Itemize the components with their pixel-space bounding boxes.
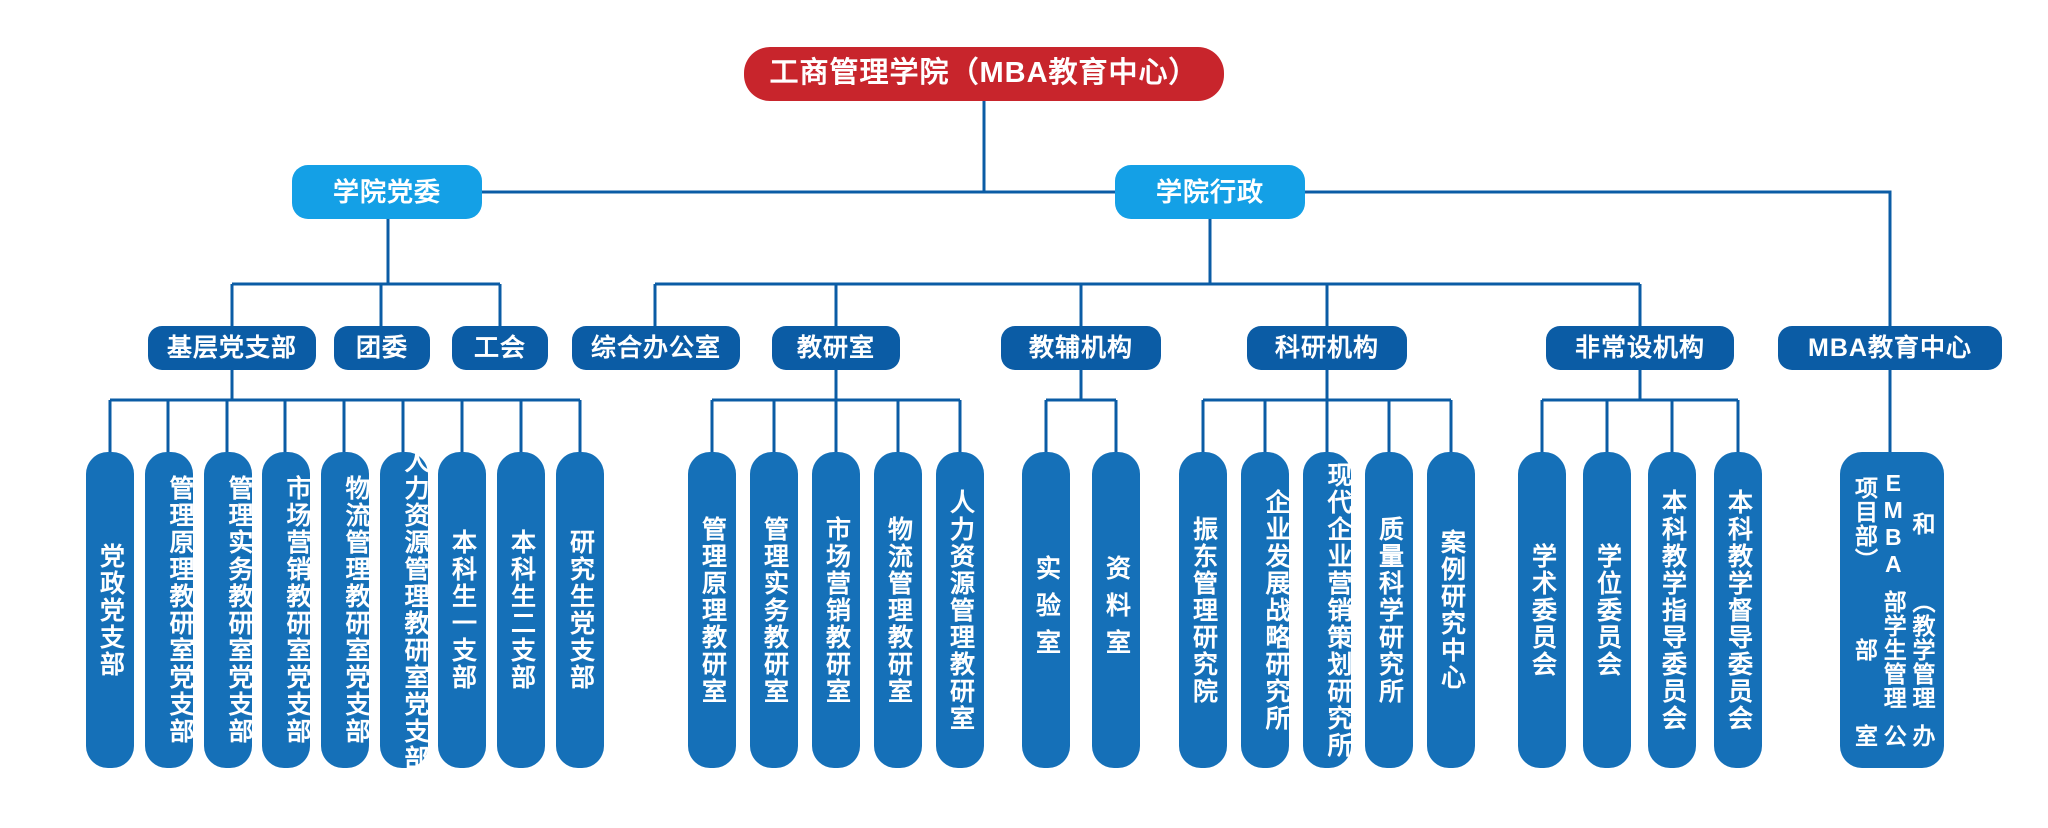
leaf-mba-office[interactable]: 和EMBA项目部） （教学管理部学生管理部 办公室 [1840,452,1944,768]
leaf-marketing-section[interactable]: 市场营销教研室 [812,452,860,768]
node-general-office-label: 综合办公室 [590,333,721,362]
leaf-case-research-center[interactable]: 案例研究中心 [1427,452,1475,768]
leaf-label: 管理实务教研室党支部 [225,475,253,745]
node-labor-union-label: 工会 [473,333,526,362]
node-teaching-auxiliary-org-label: 教辅机构 [1028,333,1133,362]
node-grassroots-party-branch[interactable]: 基层党支部 [148,326,316,370]
node-research-org[interactable]: 科研机构 [1247,326,1407,370]
leaf-label: 管理原理教研室党支部 [166,475,194,745]
leaf-degree-committee[interactable]: 学位委员会 [1583,452,1631,768]
leaf-label: 物流管理教研室党支部 [342,475,370,745]
leaf-quality-science-institute[interactable]: 质量科学研究所 [1365,452,1413,768]
node-teaching-research-section-label: 教研室 [796,333,875,362]
leaf-label: 本科生一支部 [448,529,477,691]
node-root-label: 工商管理学院（MBA教育中心） [769,57,1199,90]
node-administration[interactable]: 学院行政 [1115,165,1305,219]
leaf-label: 市场营销教研室 [822,515,851,705]
leaf-label: 人力资源管理教研室 [946,488,975,732]
leaf-label: 本科教学督导委员会 [1724,488,1753,732]
node-nonstanding-org[interactable]: 非常设机构 [1546,326,1734,370]
node-administration-label: 学院行政 [1155,176,1264,207]
leaf-mgmt-principles-branch[interactable]: 管理原理教研室党支部 [145,452,194,768]
leaf-label: 物流管理教研室 [884,515,913,705]
leaf-label: 质量科学研究所 [1375,515,1404,705]
leaf-label: 人力资源管理教研室党支部 [401,448,429,772]
leaf-mba-office-col-right: 和EMBA项目部） [1851,470,1936,579]
node-party-committee-label: 学院党委 [332,176,441,207]
leaf-undergrad-branch-2[interactable]: 本科生二支部 [497,452,545,768]
leaf-label: 学位委员会 [1593,542,1622,678]
leaf-label: 现代企业营销策划研究所 [1324,461,1352,759]
node-grassroots-party-branch-label: 基层党支部 [166,333,297,362]
leaf-graduate-branch[interactable]: 研究生党支部 [556,452,604,768]
leaf-mba-office-col-left: 办公室 [1851,723,1936,748]
node-youth-league-label: 团委 [355,333,408,362]
leaf-label: 振东管理研究院 [1189,515,1218,705]
node-teaching-research-section[interactable]: 教研室 [772,326,900,370]
leaf-academic-committee[interactable]: 学术委员会 [1518,452,1566,768]
leaf-reference-room[interactable]: 资料室 [1092,452,1140,768]
leaf-label: 管理实务教研室 [760,515,789,705]
leaf-label: 企业发展战略研究所 [1262,488,1290,732]
leaf-label: 本科生二支部 [507,529,536,691]
node-nonstanding-org-label: 非常设机构 [1574,333,1705,362]
leaf-label: 资料室 [1102,554,1131,666]
node-party-committee[interactable]: 学院党委 [292,165,482,219]
leaf-undergrad-teaching-guidance-committee[interactable]: 本科教学指导委员会 [1648,452,1696,768]
leaf-zhendong-mgmt-institute[interactable]: 振东管理研究院 [1179,452,1227,768]
leaf-logistics-branch[interactable]: 物流管理教研室党支部 [321,452,370,768]
leaf-label: 管理原理教研室 [698,515,727,705]
leaf-label: 研究生党支部 [566,529,595,691]
node-teaching-auxiliary-org[interactable]: 教辅机构 [1001,326,1161,370]
leaf-enterprise-strategy-institute[interactable]: 企业发展战略研究所 [1241,452,1290,768]
leaf-hr-section[interactable]: 人力资源管理教研室 [936,452,984,768]
leaf-hr-branch[interactable]: 人力资源管理教研室党支部 [380,448,429,772]
leaf-mgmt-practice-section[interactable]: 管理实务教研室 [750,452,798,768]
leaf-logistics-section[interactable]: 物流管理教研室 [874,452,922,768]
leaf-mba-office-col-mid: （教学管理部学生管理部 [1851,589,1936,710]
leaf-marketing-branch[interactable]: 市场营销教研室党支部 [262,452,311,768]
leaf-undergrad-teaching-supervision-committee[interactable]: 本科教学督导委员会 [1714,452,1762,768]
leaf-label: 案例研究中心 [1437,529,1466,691]
node-youth-league[interactable]: 团委 [334,326,430,370]
leaf-modern-marketing-institute[interactable]: 现代企业营销策划研究所 [1303,452,1352,768]
node-mba-education-center-label: MBA教育中心 [1808,333,1972,362]
node-mba-education-center[interactable]: MBA教育中心 [1778,326,2002,370]
leaf-label: 学术委员会 [1528,542,1557,678]
leaf-mgmt-practice-branch[interactable]: 管理实务教研室党支部 [204,452,253,768]
node-research-org-label: 科研机构 [1274,333,1379,362]
leaf-label: 实验室 [1032,554,1061,666]
leaf-label: 党政党支部 [96,542,125,678]
node-labor-union[interactable]: 工会 [452,326,548,370]
leaf-party-government-branch[interactable]: 党政党支部 [86,452,134,768]
leaf-laboratory[interactable]: 实验室 [1022,452,1070,768]
leaf-undergrad-branch-1[interactable]: 本科生一支部 [438,452,486,768]
leaf-mgmt-principles-section[interactable]: 管理原理教研室 [688,452,736,768]
node-general-office[interactable]: 综合办公室 [572,326,740,370]
leaf-label: 市场营销教研室党支部 [283,475,311,745]
leaf-label: 本科教学指导委员会 [1658,488,1687,732]
node-root[interactable]: 工商管理学院（MBA教育中心） [744,47,1224,101]
